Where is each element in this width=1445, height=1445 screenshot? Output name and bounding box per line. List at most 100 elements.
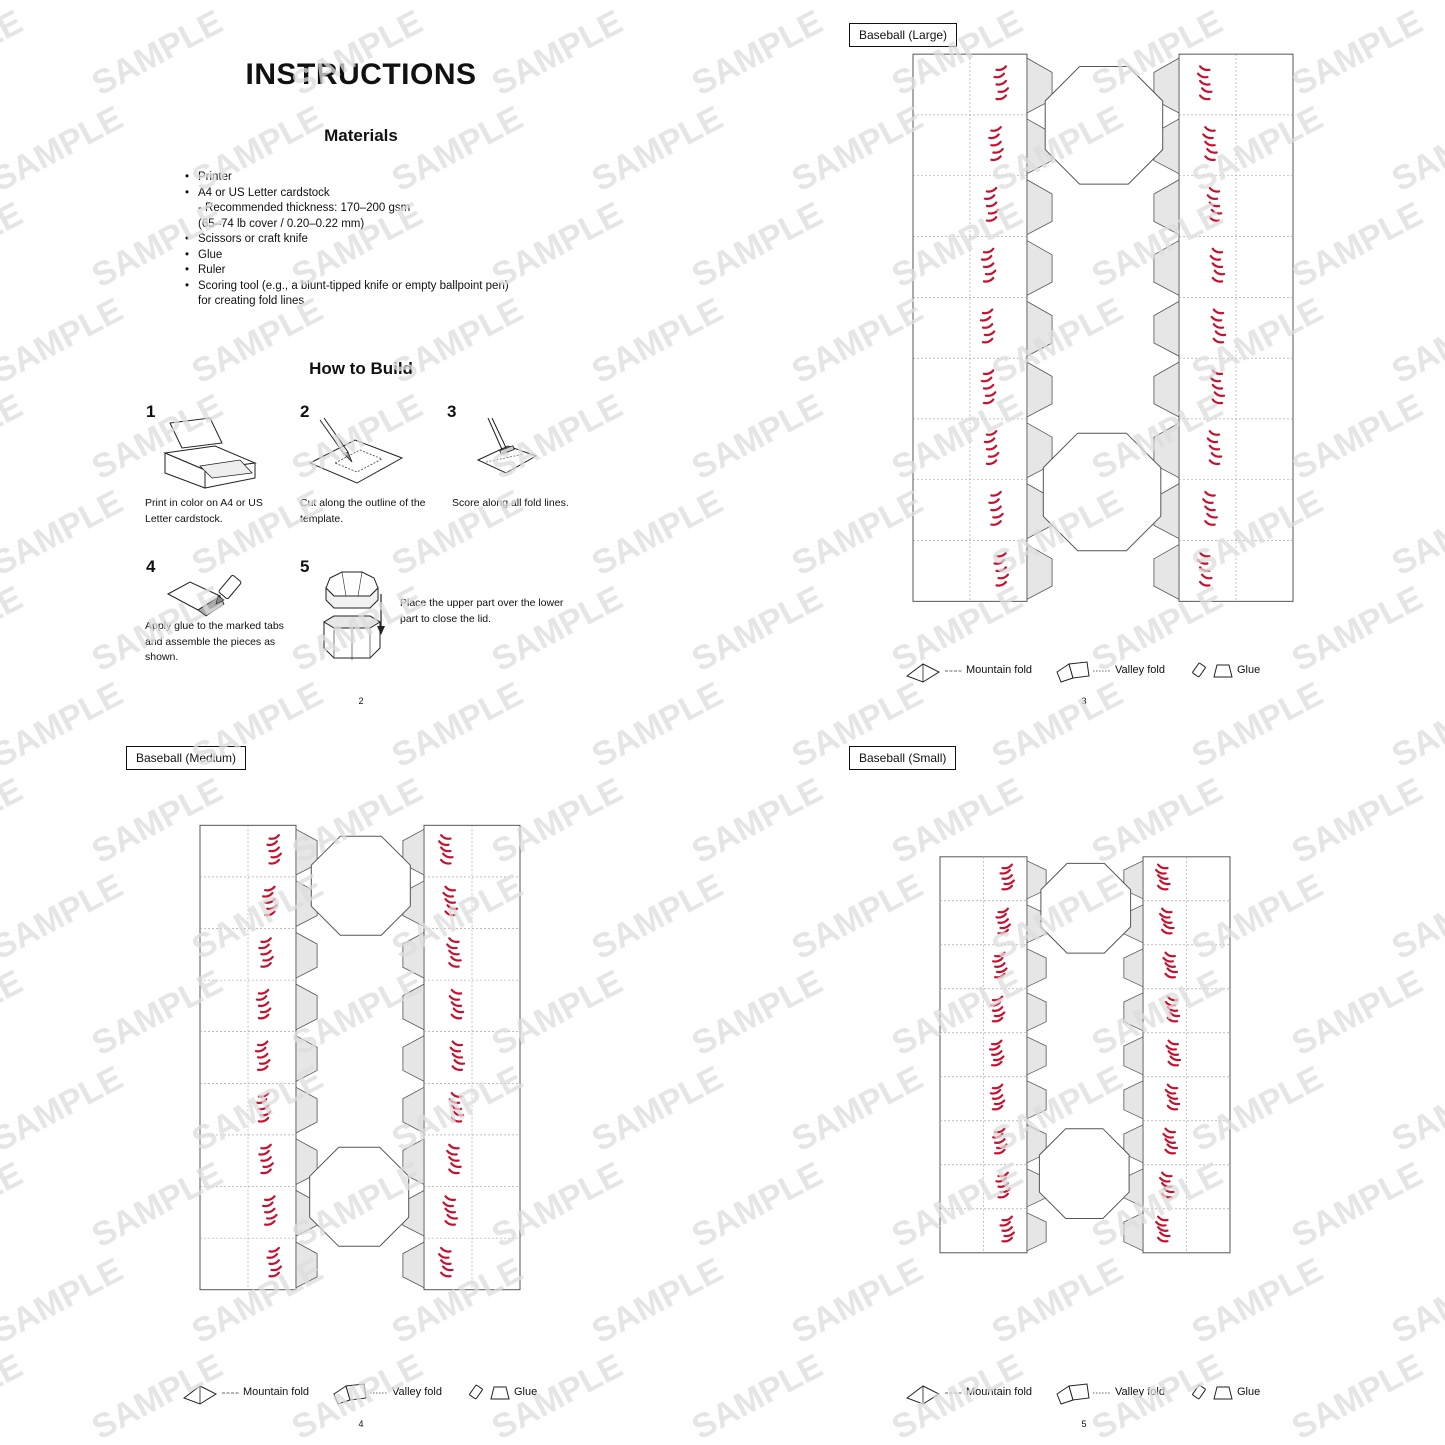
stitch-mark — [999, 868, 1011, 875]
stitch-mark — [990, 1050, 1003, 1056]
stitch-mark — [258, 943, 270, 950]
stitch-mark — [1211, 262, 1224, 269]
stitch-mark — [995, 580, 1008, 587]
stitch-mark — [984, 391, 997, 397]
list-item: •A4 or US Letter cardstock - Recommended… — [185, 186, 411, 230]
stitch-mark — [450, 988, 463, 995]
stitch-mark — [261, 891, 274, 898]
stitch-mark — [453, 1059, 466, 1065]
right-strip — [402, 824, 521, 1291]
stitch-mark — [1208, 216, 1221, 222]
stitch-mark — [995, 551, 1008, 558]
stitch-mark — [1213, 269, 1226, 276]
stitch-mark — [450, 1104, 463, 1111]
stitch-mark — [268, 858, 280, 865]
legend-label: Glue — [1237, 1386, 1261, 1398]
left-strip — [912, 53, 1053, 602]
stitch-mark — [997, 928, 1009, 935]
stitch-mark — [999, 1187, 1011, 1194]
stitch-mark — [1198, 551, 1211, 558]
stitch-mark — [448, 937, 460, 944]
stitch-mark — [268, 1259, 280, 1266]
stitch-mark — [983, 330, 996, 337]
stitch-mark — [993, 72, 1006, 79]
stitch-mark — [263, 898, 276, 904]
materials-list: •Printer •A4 or US Letter cardstock - Re… — [185, 170, 509, 310]
template-large — [912, 53, 1294, 602]
stitch-mark — [440, 1271, 452, 1278]
stitch-mark — [1163, 1187, 1175, 1194]
stitch-mark — [1164, 1000, 1177, 1007]
stitch-mark — [1198, 566, 1211, 573]
mountain-fold-line — [945, 670, 963, 672]
stitch-mark — [263, 1220, 276, 1226]
stitch-mark — [1169, 1055, 1182, 1062]
stitch-mark — [257, 1116, 270, 1123]
octagon-lid-piece — [309, 1146, 410, 1247]
stitch-mark — [1166, 1016, 1179, 1023]
step-number: 1 — [146, 402, 156, 421]
stitch-mark — [1210, 315, 1223, 322]
stitch-mark — [1198, 94, 1211, 101]
stitch-mark — [993, 972, 1006, 979]
stitch-mark — [995, 65, 1008, 72]
stitch-mark — [448, 1143, 460, 1150]
stitch-mark — [993, 1099, 1006, 1106]
stitch-mark — [995, 967, 1008, 974]
stitch-mark — [448, 1156, 460, 1162]
stitch-mark — [451, 1040, 464, 1047]
stitch-mark — [1157, 1236, 1169, 1243]
stitch-mark — [1003, 879, 1015, 886]
stitch-mark — [1206, 512, 1218, 519]
page-number: 3 — [1081, 696, 1087, 706]
stitch-mark — [259, 1007, 272, 1014]
stitch-mark — [444, 885, 457, 892]
stitch-mark — [1001, 1226, 1013, 1232]
stitch-mark — [448, 1168, 460, 1175]
stitch-mark — [263, 885, 276, 892]
mountain-fold-line — [945, 1392, 963, 1394]
step-text: Apply glue to the marked tabs and assemb… — [145, 620, 284, 663]
stitch-mark — [993, 1011, 1006, 1018]
stitch-mark — [1166, 995, 1179, 1002]
stitch-mark — [450, 955, 462, 962]
stitch-mark — [991, 1006, 1004, 1012]
baseball-small-page: Baseball (Small) Mountain fold Valley fo… — [723, 723, 1445, 1445]
stitch-mark — [980, 376, 993, 383]
stitch-mark — [990, 140, 1002, 147]
stitch-mark — [1159, 1231, 1171, 1238]
stitch-mark — [982, 398, 995, 405]
materials-heading: Materials — [324, 126, 398, 145]
valley-fold-line — [1093, 670, 1111, 672]
stitch-mark — [1211, 247, 1224, 254]
legend-label: Mountain fold — [966, 664, 1033, 676]
stitch-mark — [993, 951, 1006, 958]
stitch-mark — [991, 1083, 1004, 1090]
stitch-mark — [990, 490, 1002, 497]
stitch-mark — [255, 995, 268, 1001]
stitch-mark — [1200, 87, 1213, 93]
stitch-mark — [1161, 928, 1173, 935]
stitch-mark — [988, 498, 1000, 504]
stitch-mark — [982, 383, 995, 390]
step-number: 5 — [300, 557, 310, 576]
stitch-mark — [1157, 874, 1169, 880]
valley-fold-line — [1093, 1392, 1111, 1394]
stitch-mark — [451, 1052, 464, 1059]
stitch-mark — [1208, 186, 1221, 193]
stitch-mark — [257, 1092, 270, 1098]
list-item: •Ruler — [185, 264, 226, 276]
stitch-mark — [260, 962, 272, 968]
stitch-mark — [444, 910, 457, 917]
stitch-mark — [451, 1065, 464, 1072]
stitch-mark — [1204, 505, 1216, 512]
mountain-fold-icon — [182, 1385, 218, 1405]
stitch-mark — [448, 949, 460, 956]
stitch-mark — [1208, 444, 1221, 451]
stitch-mark — [987, 208, 1000, 215]
stitch-mark — [1211, 276, 1224, 283]
stitch-mark — [982, 276, 995, 283]
stitch-mark — [1214, 330, 1227, 337]
stitch-mark — [990, 155, 1002, 162]
stitch-mark — [997, 918, 1009, 924]
